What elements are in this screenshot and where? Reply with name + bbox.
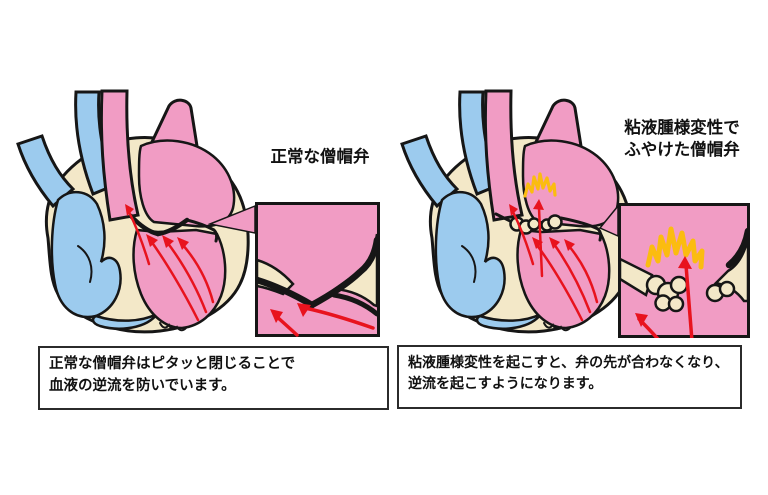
floppy-leaflet-right (705, 280, 736, 303)
label-myxomatous-line1: 粘液腫様変性で (624, 119, 740, 137)
annulus-right (559, 216, 603, 242)
regurgitation-arrow (684, 263, 694, 338)
left-atrium (137, 139, 236, 228)
label-normal-text: 正常な僧帽弁 (270, 148, 370, 166)
caption-myxomatous-line1: 粘液腫様変性を起こすと、弁の先が合わなくなり、 (408, 354, 729, 370)
tricuspid-valve-line (461, 245, 477, 283)
inset-myxomatous-valve (618, 203, 750, 338)
caption-normal-line2: 血液の逆流を防いでいます。 (49, 378, 236, 395)
valve-arm-left (618, 256, 654, 297)
caption-normal: 正常な僧帽弁はピタッと閉じることで 血液の逆流を防いでいます。 (38, 346, 389, 410)
heart-myxomatous (400, 89, 634, 334)
blood-flow-arrows (509, 199, 599, 322)
blocked-flow-arrows (270, 303, 375, 337)
right-ventricle-tip (91, 312, 159, 330)
caption-myxomatous-line2: 逆流を起こすようになります。 (408, 375, 603, 392)
heart-normal-illustration (16, 89, 256, 334)
tricuspid-valve-line (77, 245, 93, 283)
regurgitation-burst-icon (523, 172, 557, 198)
aortic-outflow-arrow (511, 210, 535, 266)
regurgitation-arrow (537, 206, 544, 278)
aorta (483, 89, 524, 222)
ventricle-scallops (159, 322, 187, 332)
heart-myxomatous-illustration (400, 89, 634, 334)
caption-normal-line1: 正常な僧帽弁はピタッと閉じることで (49, 356, 296, 372)
label-normal-valve: 正常な僧帽弁 (252, 147, 388, 169)
pulmonary-vein (532, 98, 583, 148)
annulus-hook (725, 227, 750, 269)
closed-leaflet-left (255, 276, 316, 309)
leak-flow-arrows (635, 256, 694, 338)
mitral-annulus (185, 218, 219, 243)
blood-flow-arrows (125, 204, 215, 322)
ventricle-scallops (543, 322, 571, 332)
heart-normal (16, 89, 250, 334)
caption-myxomatous: 粘液腫様変性を起こすと、弁の先が合わなくなり、 逆流を起こすようになります。 (397, 345, 742, 409)
label-myxomatous-valve: 粘液腫様変性で ふやけた僧帽弁 (606, 118, 758, 162)
inset-normal-valve (255, 202, 380, 337)
floppy-leaflet-right (540, 214, 563, 232)
annulus-curve (331, 292, 380, 317)
floppy-leaflet-left (645, 274, 689, 313)
aortic-outflow-arrow (127, 210, 151, 266)
aorta (99, 89, 140, 222)
mitral-leaflet-posterior (155, 217, 190, 237)
pulmonary-vein (148, 98, 199, 148)
right-ventricle-tip (475, 312, 543, 330)
regurgitation-burst-icon (645, 226, 705, 270)
closed-leaflet-right (308, 236, 380, 309)
label-myxomatous-line2: ふやけた僧帽弁 (624, 140, 740, 159)
